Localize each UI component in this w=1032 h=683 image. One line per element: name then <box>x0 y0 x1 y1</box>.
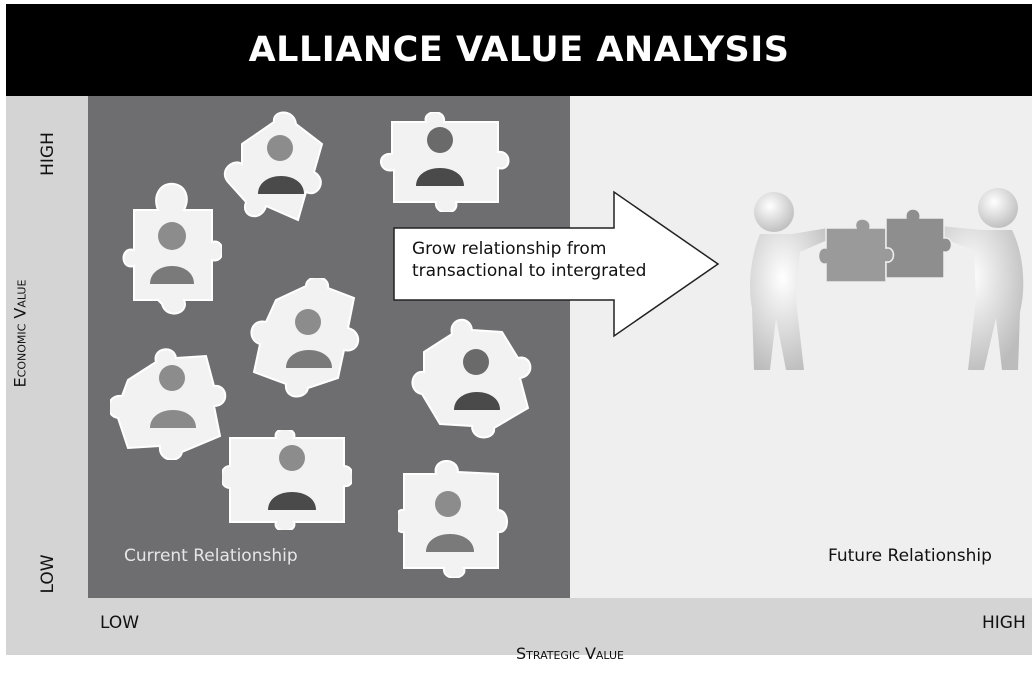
title-text: ALLIANCE VALUE ANALYSIS <box>248 30 790 70</box>
arrow-caption-line-1: Grow relationship from <box>412 239 607 259</box>
puzzle-person-icon <box>122 182 222 315</box>
x-axis-low-label: LOW <box>100 613 140 633</box>
puzzle-person-icon <box>411 319 532 439</box>
puzzle-person-icon <box>110 348 227 460</box>
puzzle-person-icon <box>380 112 510 212</box>
y-axis-low-label: LOW <box>38 554 58 594</box>
growth-arrow-icon <box>393 190 720 338</box>
current-relationship-label: Current Relationship <box>124 546 298 566</box>
puzzle-person-icon <box>398 460 508 578</box>
puzzle-person-icon <box>223 111 324 222</box>
y-axis-high-label: HIGH <box>38 132 58 176</box>
puzzle-person-icon <box>250 278 359 398</box>
x-axis-title: Strategic Value <box>516 644 624 663</box>
figures-joining-puzzle-icon <box>750 188 1024 370</box>
arrow-caption-line-2: transactional to intergrated <box>412 261 647 281</box>
arrow-caption: Grow relationship from transactional to … <box>412 238 702 282</box>
puzzle-person-icon <box>222 430 352 530</box>
x-axis-high-label: HIGH <box>982 613 1026 633</box>
y-axis-title: Economic Value <box>10 279 30 388</box>
future-relationship-label: Future Relationship <box>828 546 992 566</box>
page-title: ALLIANCE VALUE ANALYSIS <box>6 4 1032 96</box>
y-axis: HIGH Economic Value LOW <box>4 96 84 596</box>
